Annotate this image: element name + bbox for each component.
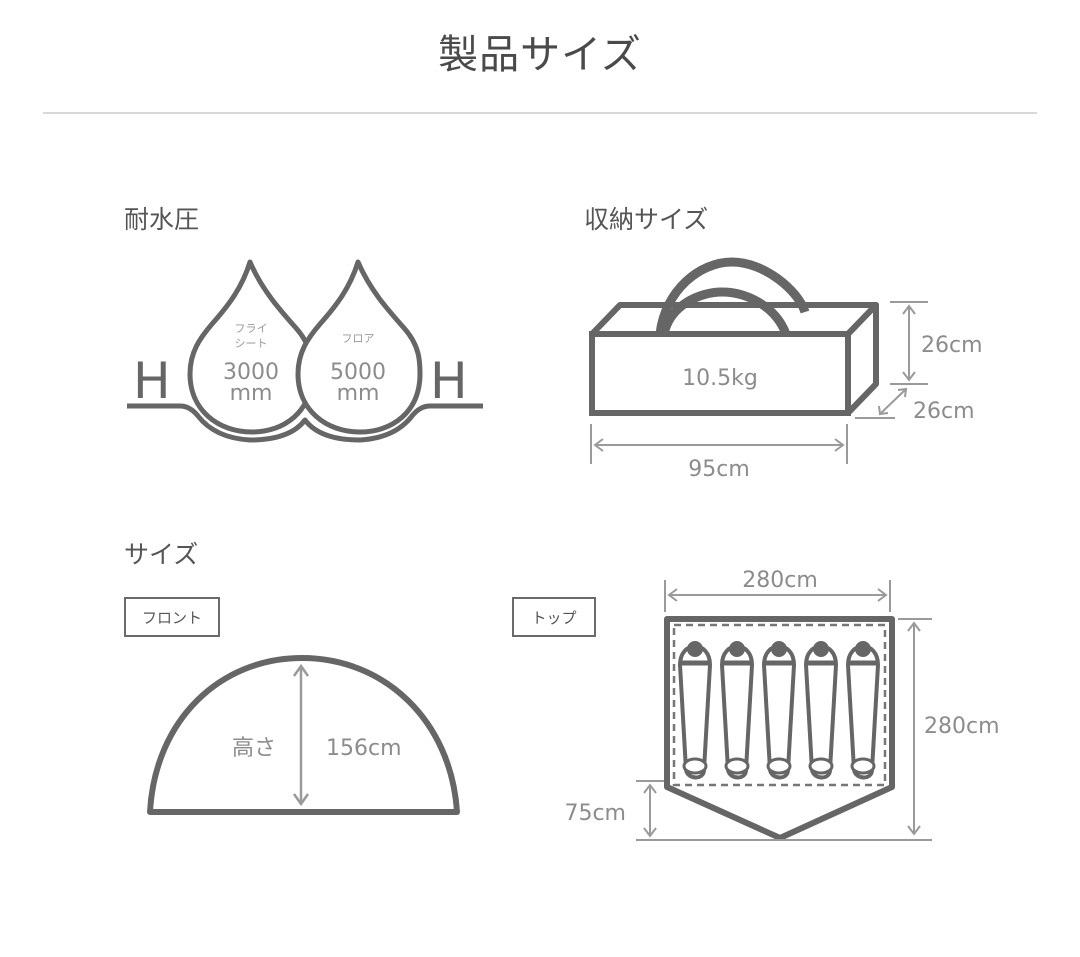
sleeping-bag-icon bbox=[803, 641, 839, 780]
sleeping-bag-icon bbox=[677, 641, 713, 780]
bag-front-face bbox=[589, 331, 851, 416]
sleeping-bag-icon bbox=[845, 641, 881, 780]
tent-top-outline bbox=[664, 616, 895, 841]
top-length-value: 280cm bbox=[924, 714, 1000, 739]
size-heading: サイズ bbox=[124, 540, 199, 569]
right-h-symbol: H bbox=[430, 352, 468, 410]
fly-sheet-unit: mm bbox=[230, 381, 273, 406]
bag-depth-value: 26cm bbox=[913, 399, 975, 424]
floor-drop-icon bbox=[295, 259, 423, 435]
vestibule-value: 75cm bbox=[564, 801, 626, 826]
sleeping-bag-icon bbox=[719, 641, 755, 780]
sleeping-bags bbox=[677, 641, 881, 780]
bag-handle-outer-icon bbox=[655, 257, 810, 335]
title-divider bbox=[43, 112, 1037, 114]
bag-weight: 10.5kg bbox=[682, 366, 758, 391]
water-resistance-heading: 耐水圧 bbox=[124, 205, 200, 234]
top-view-tag: トップ bbox=[512, 597, 596, 637]
top-width-value: 280cm bbox=[742, 568, 818, 593]
fly-sheet-drop-icon bbox=[187, 259, 315, 435]
depth-dimension-arrow bbox=[879, 388, 907, 415]
inner-floor-dashed bbox=[672, 623, 887, 787]
floor-label: フロア bbox=[342, 332, 375, 345]
front-height-value: 156cm bbox=[326, 736, 402, 761]
page-title: 製品サイズ bbox=[438, 32, 642, 78]
fly-sheet-value: 3000 bbox=[223, 360, 279, 385]
tent-front-outline bbox=[147, 655, 460, 815]
bag-handle-inner-icon bbox=[659, 287, 791, 336]
storage-size-heading: 収納サイズ bbox=[584, 205, 709, 234]
front-height-label: 高さ bbox=[232, 736, 276, 761]
bag-width-value: 95cm bbox=[688, 457, 750, 482]
fly-sheet-label-line2: シート bbox=[235, 337, 268, 350]
sleeping-bag-icon bbox=[761, 641, 797, 780]
left-h-symbol: H bbox=[133, 352, 171, 410]
fly-sheet-label-line1: フライ bbox=[235, 322, 268, 335]
floor-unit: mm bbox=[337, 381, 380, 406]
water-surface-line bbox=[127, 403, 483, 443]
floor-value: 5000 bbox=[330, 360, 386, 385]
bag-height-value: 26cm bbox=[921, 333, 983, 358]
front-view-tag: フロント bbox=[124, 597, 220, 637]
